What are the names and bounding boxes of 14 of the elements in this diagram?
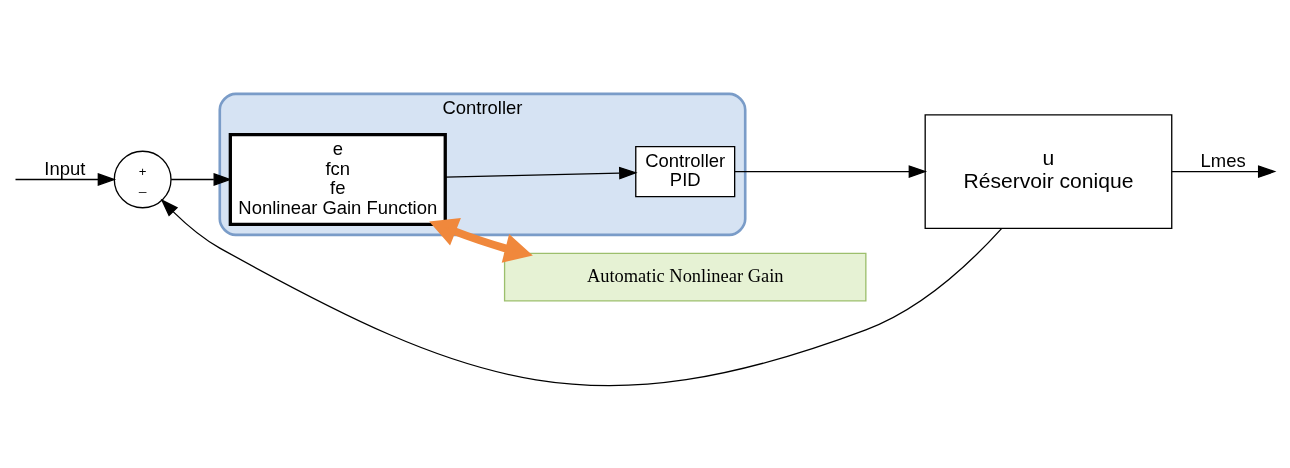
- arrow: [1171, 164, 1277, 178]
- edge-label: Input: [44, 157, 86, 179]
- arrow: [170, 172, 232, 186]
- arrow: [444, 166, 638, 180]
- node-box: u Réservoir conique: [924, 113, 1173, 229]
- edge-label: Lmes: [1200, 149, 1246, 171]
- node-box: e fcn fe Nonlinear Gain Function: [228, 132, 447, 226]
- node-circle: + _: [113, 150, 172, 208]
- arrow: [429, 217, 533, 263]
- arrow: [160, 198, 1003, 386]
- arrow: [734, 164, 928, 178]
- arrow: [14, 172, 117, 186]
- node-box: Automatic Nonlinear Gain: [503, 252, 867, 301]
- node-box: Controller PID: [635, 145, 736, 197]
